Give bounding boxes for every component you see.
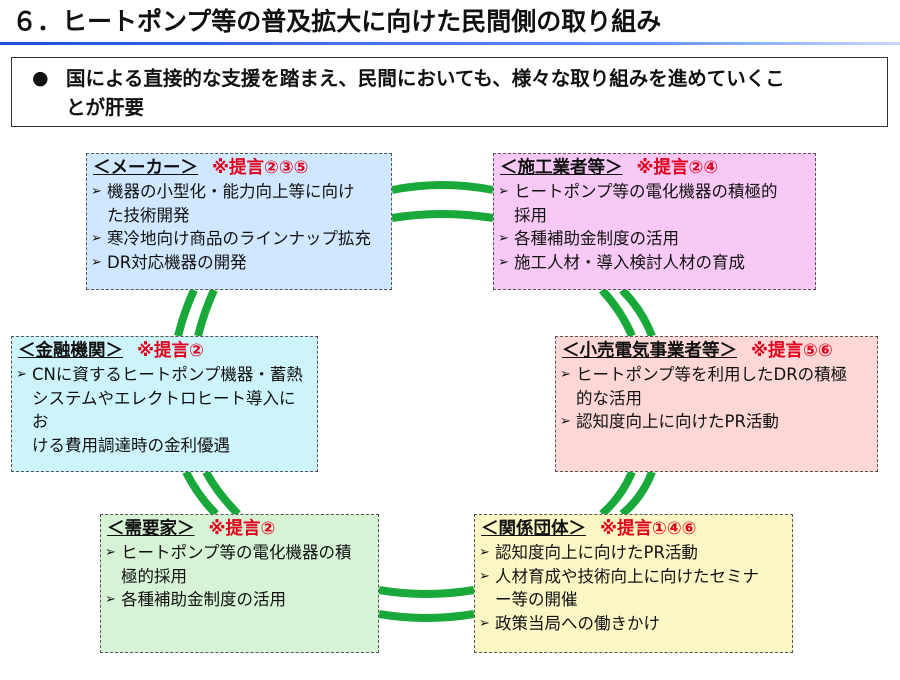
finance-item-1-cont-2: ける費用調達時の金利優遇 — [32, 435, 230, 455]
association-item-2-cont: ー等の開催 — [495, 590, 578, 609]
ring-arc-lower-left — [182, 470, 219, 517]
ring-arc-upper-right — [599, 287, 636, 338]
summary-box: ● 国による直接的な支援を踏まえ、民間においても、様々な取り組みを進めていくこ … — [11, 57, 888, 127]
retailer-item-2: 認知度向上に向けたPR活動 — [560, 410, 871, 434]
contractor-item-2: 各種補助金制度の活用 — [498, 227, 809, 251]
finance-item-1-cont: システムやエレクトロヒート導入にお — [32, 388, 296, 432]
demand-proposal: ※提言② — [208, 519, 276, 539]
finance-proposal: ※提言② — [137, 341, 204, 361]
ring-arc-bottom — [378, 586, 475, 598]
ring-arc-upper-left-2 — [194, 288, 218, 337]
ring-arc-lower-right-2 — [619, 470, 656, 518]
ring-arc-upper-right-2 — [619, 287, 656, 338]
association-item-1: 認知度向上に向けたPR活動 — [479, 541, 786, 565]
retailer-heading: ＜小売電気事業者等＞ — [562, 341, 737, 361]
maker-item-1: 機器の小型化・能力向上等に向け — [91, 180, 385, 204]
ring-arc-upper-left — [174, 288, 198, 337]
maker-item-3: DR対応機器の開発 — [91, 251, 385, 275]
contractor-proposal: ※提言②④ — [636, 158, 719, 178]
demand-item-1-cont: 極的採用 — [121, 566, 187, 586]
finance-box: ＜金融機関＞ ※提言② CNに資するヒートポンプ機器・蓄熱 システムやエレクトロヒ… — [11, 336, 318, 472]
maker-heading: ＜メーカー＞ — [93, 158, 198, 178]
summary-line-1: 国による直接的な支援を踏まえ、民間においても、様々な取り組みを進めていくこ — [66, 67, 785, 90]
association-box: ＜関係団体＞ ※提言①④⑥ 認知度向上に向けたPR活動 人材育成や技術向上に向けた… — [474, 514, 793, 653]
demand-item-2: 各種補助金制度の活用 — [105, 588, 372, 612]
retailer-box: ＜小売電気事業者等＞ ※提言⑤⑥ ヒートポンプ等を利用したDRの積極 的な活用 認… — [555, 336, 878, 472]
association-heading: ＜関係団体＞ — [481, 519, 586, 539]
finance-heading: ＜金融機関＞ — [18, 341, 123, 361]
contractor-heading: ＜施工業者等＞ — [500, 158, 623, 178]
page-title: ６．ヒートポンプ等の普及拡大に向けた民間側の取り組み — [12, 7, 662, 36]
retailer-proposal: ※提言⑤⑥ — [751, 341, 833, 361]
demand-item-1: ヒートポンプ等の電化機器の積 — [105, 541, 372, 565]
association-item-3: 政策当局への働きかけ — [479, 612, 786, 636]
retailer-item-1-cont: 的な活用 — [576, 388, 642, 408]
association-proposal: ※提言①④⑥ — [600, 519, 697, 539]
title-underline — [0, 42, 900, 45]
maker-proposal: ※提言②③⑤ — [212, 158, 309, 178]
contractor-item-1: ヒートポンプ等の電化機器の積極的 — [498, 180, 809, 204]
ring-arc-lower-left-2 — [202, 470, 241, 517]
contractor-item-3: 施工人材・導入検討人材の育成 — [498, 251, 809, 275]
ring-arc-lower-right — [599, 470, 636, 517]
demand-heading: ＜需要家＞ — [107, 519, 195, 539]
summary-text: 国による直接的な支援を踏まえ、民間においても、様々な取り組みを進めていくこ とが… — [66, 64, 785, 126]
contractor-box: ＜施工業者等＞ ※提言②④ ヒートポンプ等の電化機器の積極的 採用 各種補助金制度… — [493, 153, 816, 290]
ring-arc-top — [391, 181, 494, 194]
summary-line-2: とが肝要 — [66, 96, 145, 119]
association-item-2: 人材育成や技術向上に向けたセミナ — [479, 565, 786, 589]
maker-item-1-cont: た技術開発 — [107, 205, 190, 225]
retailer-item-1: ヒートポンプ等を利用したDRの積極 — [560, 363, 871, 387]
finance-item-1: CNに資するヒートポンプ機器・蓄熱 — [16, 363, 311, 387]
bullet-icon: ● — [32, 67, 49, 89]
maker-box: ＜メーカー＞ ※提言②③⑤ 機器の小型化・能力向上等に向け た技術開発 寒冷地向け… — [86, 153, 392, 290]
ring-arc-top-2 — [391, 210, 494, 222]
maker-item-2: 寒冷地向け商品のラインナップ拡充 — [91, 227, 385, 251]
contractor-item-1-cont: 採用 — [514, 205, 547, 225]
demand-box: ＜需要家＞ ※提言② ヒートポンプ等の電化機器の積 極的採用 各種補助金制度の活用 — [100, 514, 379, 653]
ring-arc-bottom-2 — [378, 610, 475, 622]
